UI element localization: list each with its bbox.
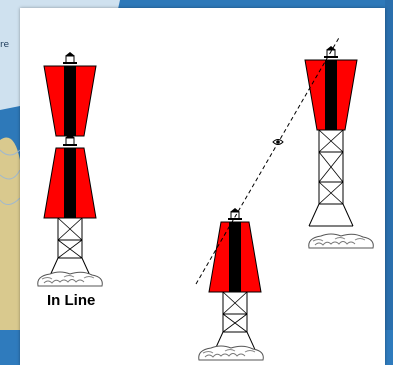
illustration-panel: In Line bbox=[20, 8, 385, 365]
front-marker-right bbox=[199, 208, 264, 360]
left-marker-group bbox=[38, 52, 103, 286]
range-markers-diagram bbox=[20, 8, 385, 365]
eye-icon bbox=[273, 140, 283, 145]
in-line-caption: In Line bbox=[47, 292, 95, 309]
rear-marker-left bbox=[44, 52, 96, 136]
front-marker-left bbox=[38, 134, 103, 286]
background-label: re bbox=[0, 40, 9, 50]
rear-marker-right bbox=[305, 46, 373, 248]
